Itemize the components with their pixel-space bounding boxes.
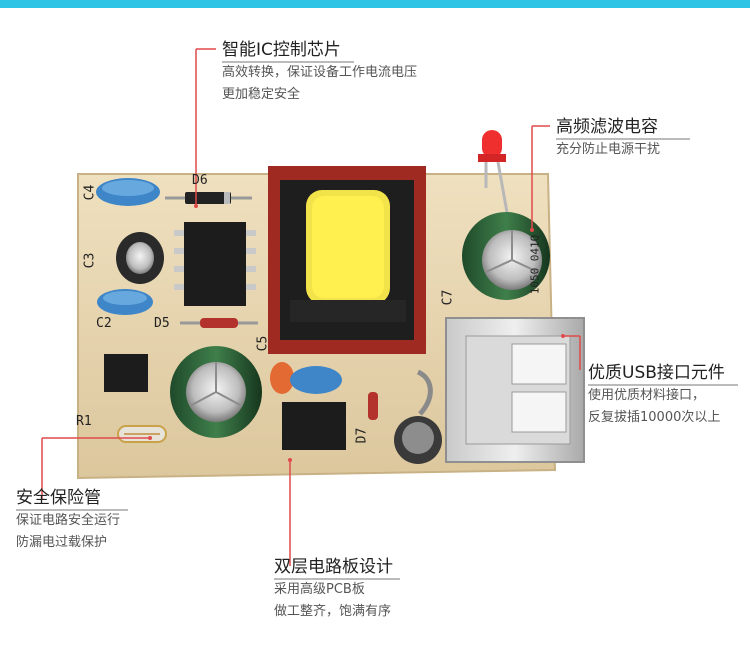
callout-usb-connector: 优质USB接口元件 使用优质材料接口， 反复拔插10000次以上 (588, 361, 725, 429)
callout-usb-title: 优质USB接口元件 (588, 363, 725, 383)
callout-fuse: 安全保险管 保证电路安全运行 防漏电过载保护 (16, 486, 120, 554)
callout-capacitor-title: 高频滤波电容 (556, 117, 658, 137)
callout-ic-title: 智能IC控制芯片 (222, 40, 341, 60)
silk-c3: C3 (82, 252, 98, 269)
callout-ic-chip: 智能IC控制芯片 高效转换，保证设备工作电流电压 更加稳定安全 (222, 38, 417, 106)
callout-usb-line2: 反复拔插10000次以上 (588, 410, 721, 425)
silk-cap-code: 1050 041Q (528, 234, 542, 295)
callout-usb-line1: 使用优质材料接口， (588, 388, 706, 403)
silk-c5: C5 (255, 335, 271, 352)
callout-pcb-title: 双层电路板设计 (274, 557, 393, 577)
silk-d5: D5 (154, 316, 170, 331)
silk-c2: C2 (96, 316, 112, 331)
callout-ic-line1: 高效转换，保证设备工作电流电压 (222, 65, 418, 80)
callout-fuse-line2: 防漏电过载保护 (16, 535, 108, 550)
silk-r1: R1 (76, 414, 92, 429)
callout-filter-capacitor: 高频滤波电容 充分防止电源干扰 (556, 115, 660, 161)
callout-capacitor-line1: 充分防止电源干扰 (556, 142, 661, 157)
silk-c7: C7 (440, 289, 456, 306)
silk-d7: D7 (354, 427, 370, 444)
callout-double-layer-pcb: 双层电路板设计 采用高级PCB板 做工整齐，饱满有序 (274, 555, 393, 623)
callout-pcb-line1: 采用高级PCB板 (274, 582, 365, 597)
silk-d6: D6 (192, 173, 208, 188)
callout-fuse-title: 安全保险管 (16, 488, 101, 508)
callout-ic-line2: 更加稳定安全 (222, 87, 301, 102)
callout-pcb-line2: 做工整齐，饱满有序 (274, 604, 392, 619)
callout-fuse-line1: 保证电路安全运行 (16, 513, 121, 528)
top-accent-bar (0, 0, 750, 8)
silk-c4: C4 (82, 184, 98, 201)
